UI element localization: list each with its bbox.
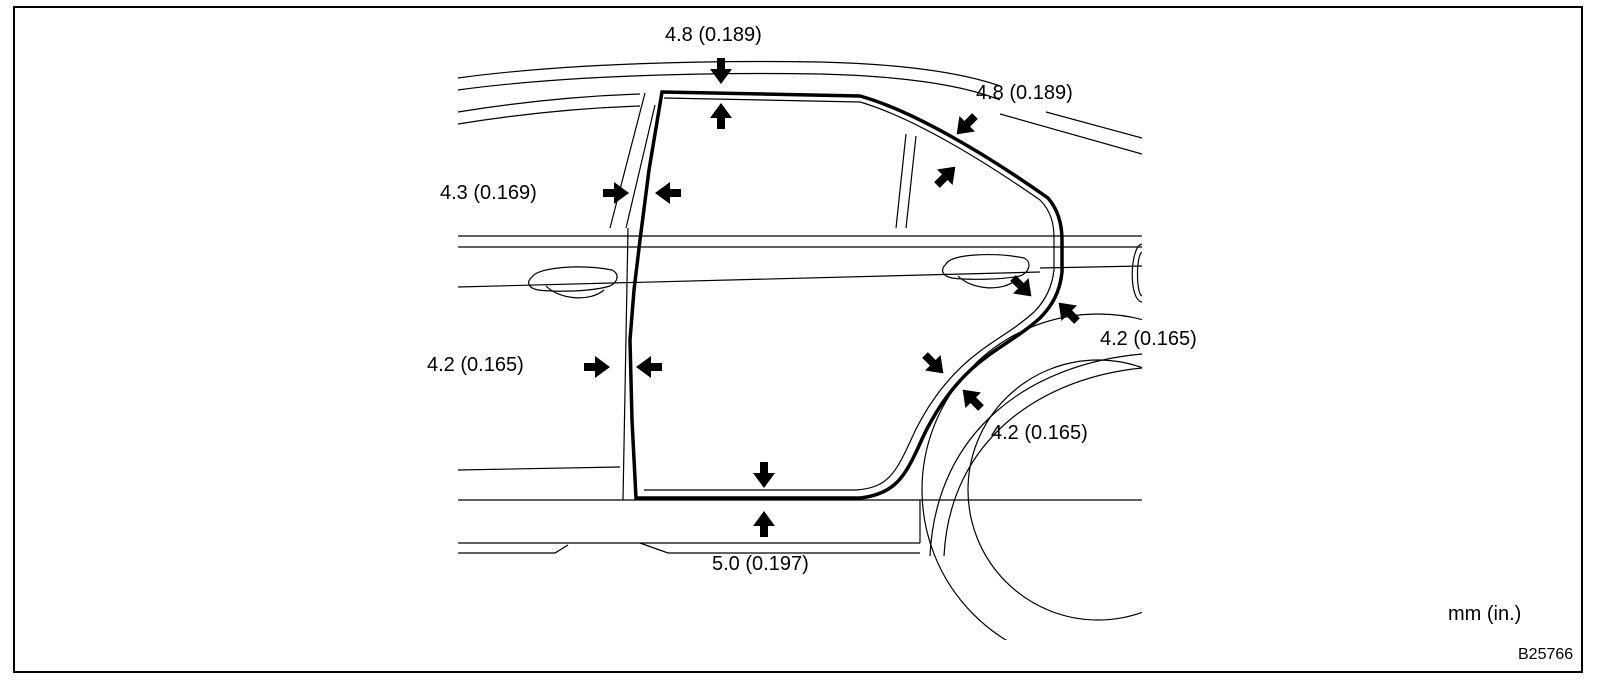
arrow-roof-top-up — [710, 103, 732, 129]
arrow-bottom-down — [753, 462, 775, 488]
arrow-pillar-upper-left — [655, 182, 681, 204]
arrow-rear-upper-outer — [1058, 302, 1080, 324]
measurement-roof-top-label: 4.8 (0.189) — [665, 24, 762, 46]
arrow-front-edge-left — [636, 356, 662, 378]
arrow-roof-rear-inner — [934, 166, 956, 188]
arrow-rear-lower-outer — [962, 389, 984, 411]
units-label: mm (in.) — [1448, 603, 1522, 625]
arrow-rear-lower-inner — [922, 352, 944, 374]
measurement-rear-upper-label: 4.2 (0.165) — [1100, 328, 1197, 350]
car-body-outline — [457, 60, 1142, 640]
measurement-pillar-upper-label: 4.3 (0.169) — [440, 182, 537, 204]
figure-code: B25766 — [1518, 646, 1574, 663]
arrow-front-edge-right — [584, 356, 610, 378]
arrow-bottom-up — [753, 511, 775, 537]
door-weatherstrip — [628, 90, 1064, 500]
measurement-rear-lower-label: 4.2 (0.165) — [991, 422, 1088, 444]
arrow-roof-top-down — [710, 58, 732, 84]
measurement-roof-rear-label: 4.8 (0.189) — [976, 82, 1073, 104]
figure-frame — [13, 6, 1583, 673]
measurement-bottom-label: 5.0 (0.197) — [712, 553, 809, 575]
measurement-front-edge-label: 4.2 (0.165) — [427, 354, 524, 376]
arrow-pillar-upper-right — [603, 182, 629, 204]
